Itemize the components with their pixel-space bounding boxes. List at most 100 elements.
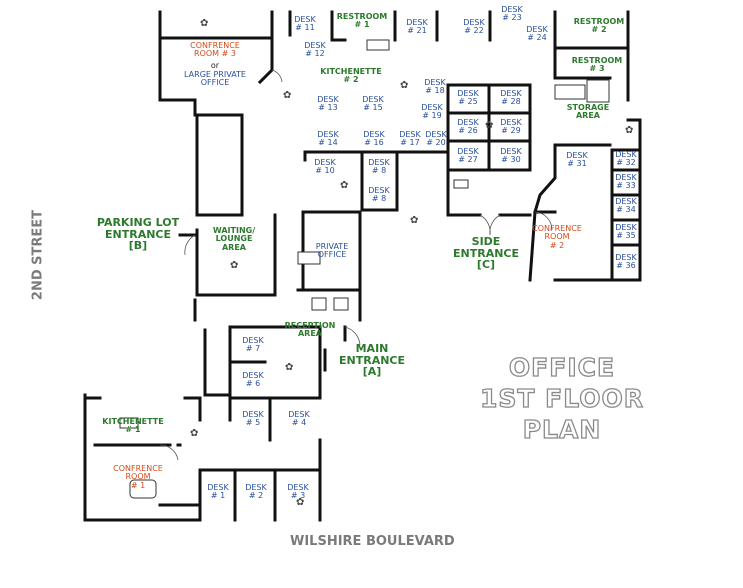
room-name: LARGE PRIVATE (184, 70, 246, 79)
room-name-3: AREA (221, 242, 246, 252)
title-line-1: OFFICE (508, 352, 616, 382)
kitchenette-2: KITCHENETTE # 2 (316, 67, 386, 85)
desk-label: DESK (362, 95, 384, 104)
desk-label: DESK (304, 41, 326, 50)
desk-label: DESK (424, 78, 446, 87)
desk-label: DESK (368, 158, 390, 167)
desk-number: # 21 (407, 26, 427, 36)
desk-label: DESK (500, 147, 522, 156)
desk-13: DESK # 13 (313, 95, 343, 113)
side-entrance: SIDE ENTRANCE [C] (450, 236, 522, 271)
desk-number: # 2 (248, 491, 264, 501)
room-name: RESTROOM (573, 17, 625, 26)
desk-2: DESK # 2 (241, 483, 271, 501)
desk-label: DESK (245, 483, 267, 492)
restroom-1: RESTROOM # 1 (332, 12, 392, 30)
desk-26: DESK # 26 (453, 118, 483, 136)
room-name: KITCHENETTE (102, 417, 164, 426)
restroom-2: RESTROOM # 2 (568, 17, 630, 35)
desk-number: # 8 (371, 166, 387, 176)
desk-label: DESK (288, 410, 310, 419)
room-name: RECEPTION (284, 321, 336, 330)
desk-number: # 3 (290, 491, 306, 501)
room-name-2: ROOM (544, 232, 570, 242)
plant-icon: ✿ (340, 180, 349, 191)
desk-label: DESK (294, 15, 316, 24)
desk-number: # 4 (291, 418, 307, 428)
desk-17: DESK # 17 (395, 130, 425, 148)
desk-21: DESK # 21 (402, 18, 432, 36)
entrance-name-2: ENTRANCE (453, 246, 519, 260)
desk-number: # 11 (295, 23, 315, 33)
room-number: # 2 (549, 240, 565, 250)
desk-35: DESK # 35 (612, 223, 640, 241)
room-number: # 2 (343, 75, 359, 85)
desk-32: DESK # 32 (612, 150, 640, 168)
desk-12: DESK # 12 (300, 41, 330, 59)
entrance-name: SIDE (471, 235, 501, 248)
storage-area: STORAGE AREA (561, 103, 615, 121)
plant-icon: ✿ (230, 260, 239, 271)
room-name: CONFRENCE (113, 464, 163, 473)
plan-title: OFFICE 1ST FLOOR PLAN (462, 352, 662, 445)
desk-label: DESK (207, 483, 229, 492)
plant-icon: ✿ (400, 80, 409, 91)
entrance-name-2: ENTRANCE (339, 353, 405, 367)
plant-icon: ✿ (296, 497, 305, 508)
desk-number: # 31 (567, 159, 587, 169)
entrance-name-2: ENTRANCE (105, 227, 171, 241)
desk-number: # 25 (458, 97, 478, 107)
desk-label: DESK (615, 150, 637, 159)
desk-number: # 7 (245, 344, 261, 354)
room-number: # 1 (130, 480, 146, 490)
conference-room-2: CONFRENCE ROOM # 2 (525, 224, 589, 250)
desk-label: DESK (317, 130, 339, 139)
desk-number: # 19 (422, 111, 442, 121)
reception-area: RECEPTION AREA (282, 321, 338, 339)
desk-number: # 33 (616, 181, 636, 191)
desk-18: DESK # 18 (420, 78, 450, 96)
desk-number: # 16 (364, 138, 384, 148)
desk-7: DESK # 7 (238, 336, 268, 354)
desk-number: # 36 (616, 261, 636, 271)
desk-5: DESK # 5 (238, 410, 268, 428)
desk-8-upper: DESK # 8 (364, 158, 394, 176)
desk-label: DESK (457, 147, 479, 156)
waiting-lounge-area: WAITING/ LOUNGE AREA (205, 226, 263, 252)
title-line-3: PLAN (522, 414, 602, 444)
desk-label: DESK (314, 158, 336, 167)
desk-number: # 10 (315, 166, 335, 176)
plant-icon: ✿ (410, 215, 419, 226)
room-name: PRIVATE (315, 242, 349, 251)
desk-3: DESK # 3 (283, 483, 313, 501)
plant-icon: ✿ (283, 90, 292, 101)
room-number: ROOM # 3 (194, 49, 236, 59)
room-name-2: OFFICE (200, 78, 230, 88)
desk-label: DESK (287, 483, 309, 492)
desk-11: DESK # 11 (290, 15, 320, 33)
room-number: # 3 (589, 64, 605, 74)
entrance-name: PARKING LOT (96, 216, 180, 229)
desk-label: DESK (242, 336, 264, 345)
desk-22: DESK # 22 (459, 18, 489, 36)
private-office: PRIVATE OFFICE (308, 242, 356, 260)
desk-31: DESK # 31 (562, 151, 592, 169)
large-private-office: LARGE PRIVATE OFFICE (174, 70, 256, 88)
desk-19: DESK # 19 (417, 103, 447, 121)
room-name: STORAGE (566, 103, 610, 112)
desk-30: DESK # 30 (496, 147, 526, 165)
room-name-2: AREA (297, 329, 322, 339)
room-name-2: OFFICE (317, 250, 347, 260)
desk-1: DESK # 1 (203, 483, 233, 501)
plant-icon: ✿ (285, 362, 294, 373)
room-name: RESTROOM (336, 12, 388, 21)
plant-icon: ✿ (485, 120, 494, 131)
entrance-code: [C] (476, 258, 496, 272)
desk-number: # 30 (501, 155, 521, 165)
desk-number: # 1 (210, 491, 226, 501)
desk-number: # 28 (501, 97, 521, 107)
desk-number: # 5 (245, 418, 261, 428)
room-name: WAITING/ (212, 226, 256, 235)
street-2nd: 2ND STREET (30, 209, 46, 301)
entrance-code: [B] (128, 239, 148, 253)
